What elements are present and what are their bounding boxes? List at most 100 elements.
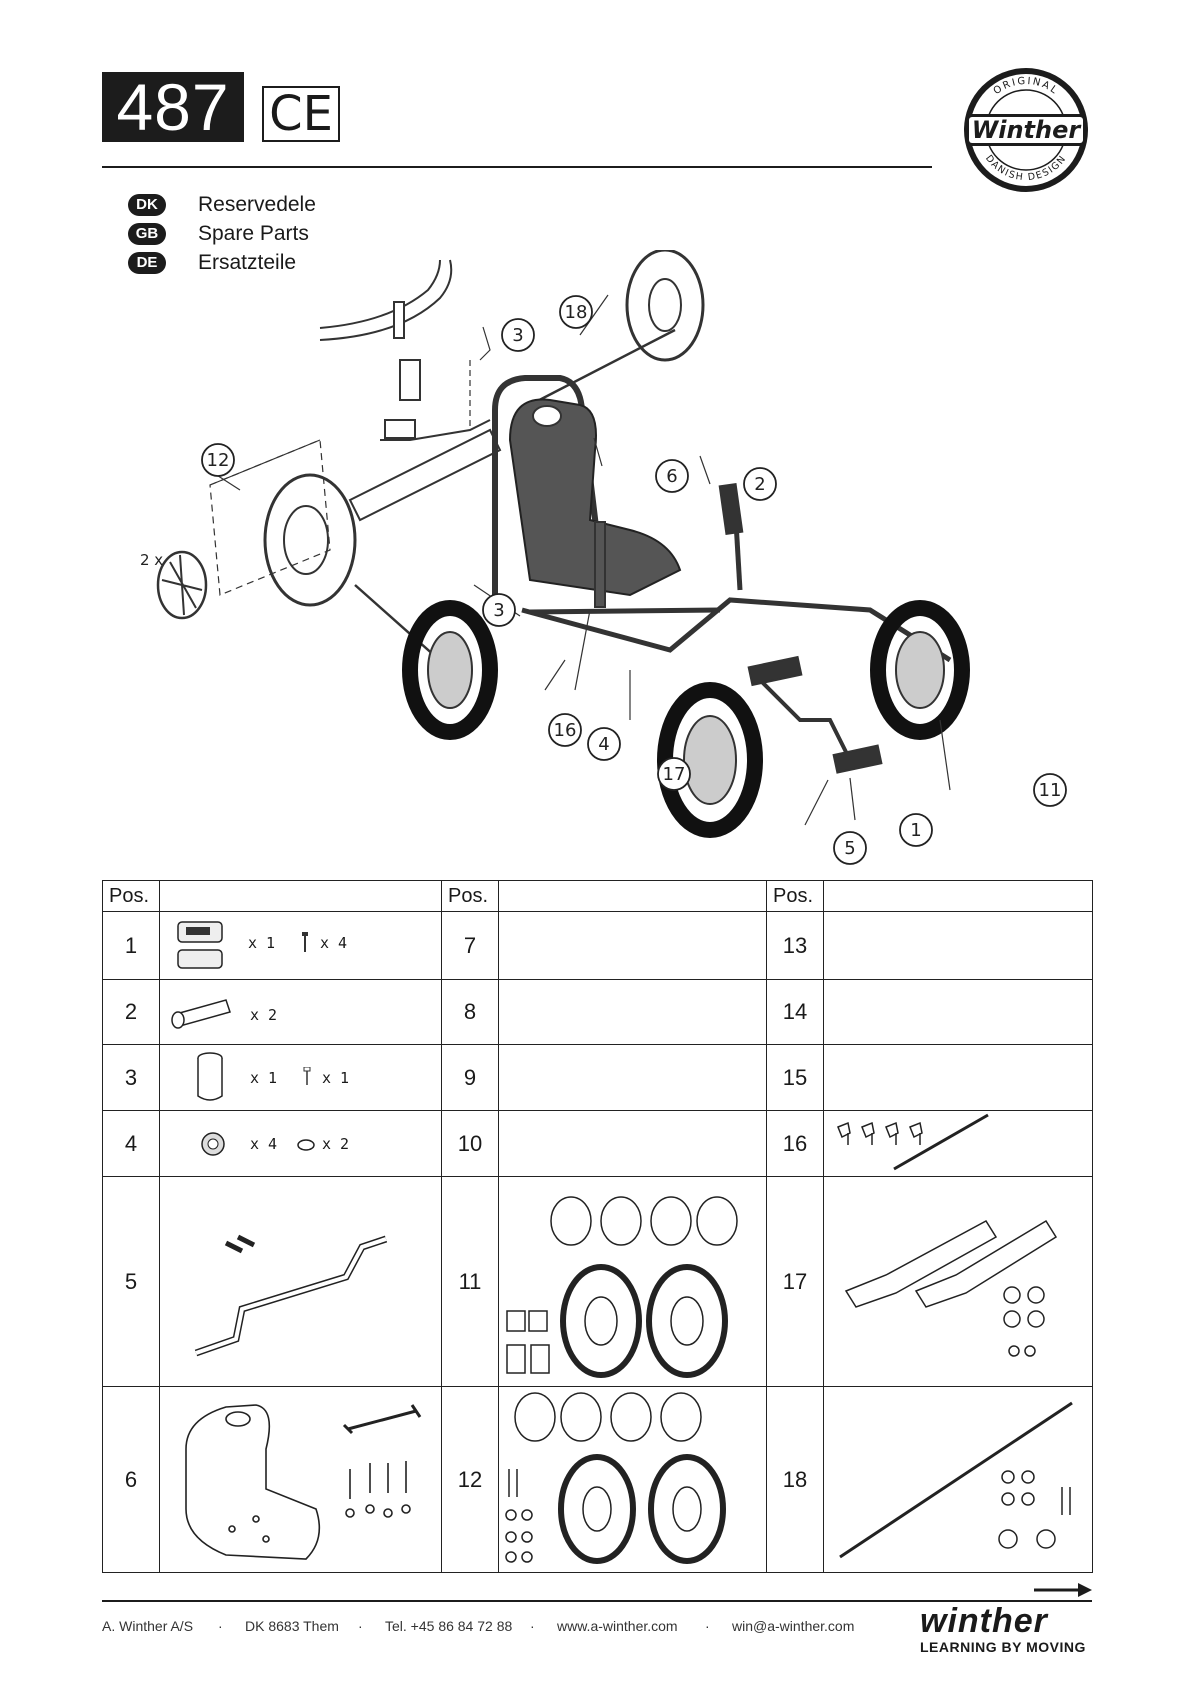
- separator: ·: [705, 1618, 710, 1634]
- svg-text:16: 16: [554, 720, 577, 741]
- model-number: 487: [102, 72, 244, 142]
- nut-icon: [201, 1132, 225, 1156]
- company-address: DK 8683 Them: [245, 1618, 339, 1634]
- pos-number: 12: [441, 1386, 499, 1573]
- lang-label: Spare Parts: [198, 222, 309, 245]
- quantity: x 1: [322, 1069, 350, 1087]
- pos-number: 2: [102, 979, 160, 1045]
- part-image-cell: [159, 1176, 442, 1387]
- pos-header: Pos.: [441, 880, 499, 912]
- pedal-block-icon: [177, 921, 223, 969]
- callout-17: 17: [657, 757, 691, 791]
- logo-brand: Winther: [972, 116, 1083, 144]
- part-image-cell: x 4 x 2: [159, 1110, 442, 1177]
- lang-label: Ersatzteile: [198, 251, 297, 274]
- pin-icon: [303, 1067, 311, 1085]
- pos-number: 4: [102, 1110, 160, 1177]
- callout-12: 12: [201, 443, 235, 477]
- callout-3: 3: [482, 593, 516, 627]
- table-row: 3 x 1 x 1 9 15: [102, 1044, 1093, 1111]
- tie-rod-set-icon: [837, 1113, 989, 1171]
- callout-1: 1: [899, 813, 933, 847]
- separator: ·: [218, 1618, 223, 1634]
- pos-number: 15: [766, 1044, 824, 1111]
- callout-6: 6: [655, 459, 689, 493]
- svg-text:1: 1: [910, 820, 921, 841]
- next-page-arrow-icon: [1034, 1583, 1092, 1597]
- pos-number: 11: [441, 1176, 499, 1387]
- spare-parts-table: Pos. Pos. Pos. 1 x 1 x 4 7 13 2 x 2: [102, 880, 1093, 1573]
- part-image-cell: [823, 1176, 1093, 1387]
- quantity: x 2: [250, 1006, 278, 1024]
- svg-text:3: 3: [512, 325, 523, 346]
- pos-number: 8: [441, 979, 499, 1045]
- handle-grip-icon: [171, 999, 231, 1029]
- crank-axle-icon: [194, 1234, 388, 1357]
- part-image-cell: [498, 1176, 767, 1387]
- quantity: x 1: [250, 1069, 278, 1087]
- lang-code: GB: [128, 223, 166, 245]
- pos-number: 10: [441, 1110, 499, 1177]
- axle-housing-set-icon: [844, 1219, 1058, 1357]
- company-name: A. Winther A/S: [102, 1618, 194, 1634]
- svg-text:6: 6: [666, 466, 677, 487]
- callout-5: 5: [833, 831, 867, 865]
- svg-text:3: 3: [493, 600, 504, 621]
- pos-header: Pos.: [102, 880, 160, 912]
- lang-label: Reservedele: [198, 193, 316, 216]
- part-image-cell: [159, 1386, 442, 1573]
- rear-axle-set-icon: [839, 1401, 1073, 1559]
- pos-number: 13: [766, 911, 824, 980]
- part-image-cell: x 1 x 4: [159, 911, 442, 980]
- exploded-parts-diagram: 18 3 12 2 x 6 2 3 16 4 17 11 5 1: [140, 250, 1067, 865]
- header-divider: [102, 166, 932, 168]
- pos-number: 17: [766, 1176, 824, 1387]
- brand-tagline: LEARNING BY MOVING: [920, 1639, 1086, 1655]
- language-row-de: DE Ersatzteile: [128, 250, 296, 276]
- company-website-link[interactable]: www.a-winther.com: [557, 1618, 678, 1634]
- company-email-link[interactable]: win@a-winther.com: [732, 1618, 855, 1634]
- svg-text:5: 5: [844, 838, 855, 859]
- part-image-cell: [823, 1110, 1093, 1177]
- quantity: x 4: [250, 1135, 278, 1153]
- callout-18: 18: [559, 295, 593, 329]
- bushing-icon: [197, 1052, 223, 1101]
- pos-number: 16: [766, 1110, 824, 1177]
- separator: ·: [530, 1618, 535, 1634]
- pos-number: 1: [102, 911, 160, 980]
- svg-text:2: 2: [754, 474, 765, 495]
- table-header-row: Pos. Pos. Pos.: [102, 880, 1093, 912]
- table-row: 6 12: [102, 1386, 1093, 1573]
- ce-mark: CE: [262, 86, 340, 142]
- table-row: 2 x 2 8 14: [102, 979, 1093, 1045]
- screw-icon: [302, 932, 308, 952]
- callout-4: 4: [587, 727, 621, 761]
- pos-header: Pos.: [766, 880, 824, 912]
- callout-11: 11: [1033, 773, 1067, 807]
- quantity: x 2: [322, 1135, 350, 1153]
- part-image-cell: x 1 x 1: [159, 1044, 442, 1111]
- table-row: 4 x 4 x 2 10 16: [102, 1110, 1093, 1177]
- language-row-gb: GB Spare Parts: [128, 221, 309, 247]
- front-wheel-set-icon: [505, 1392, 726, 1564]
- callout-16: 16: [548, 713, 582, 747]
- table-row: 5 11: [102, 1176, 1093, 1387]
- quantity-2x-label: 2 x: [140, 551, 163, 569]
- svg-text:12: 12: [207, 450, 230, 471]
- brand-wordmark: winther: [920, 1602, 1048, 1640]
- pos-number: 3: [102, 1044, 160, 1111]
- footer-divider: [102, 1600, 1092, 1602]
- pos-number: 5: [102, 1176, 160, 1387]
- pos-number: 9: [441, 1044, 499, 1111]
- svg-text:17: 17: [663, 764, 686, 785]
- quantity: x 1: [248, 934, 276, 952]
- part-image-cell: [498, 1386, 767, 1573]
- separator: ·: [358, 1618, 363, 1634]
- part-image-cell: [823, 1386, 1093, 1573]
- winther-brand-mark: winther LEARNING BY MOVING: [920, 1603, 1092, 1655]
- lang-code: DE: [128, 252, 166, 274]
- pos-number: 7: [441, 911, 499, 980]
- lang-code: DK: [128, 194, 166, 216]
- winther-original-logo: ORIGINAL Winther DANISH DESIGN: [964, 68, 1088, 192]
- callout-3-top: 3: [501, 318, 535, 352]
